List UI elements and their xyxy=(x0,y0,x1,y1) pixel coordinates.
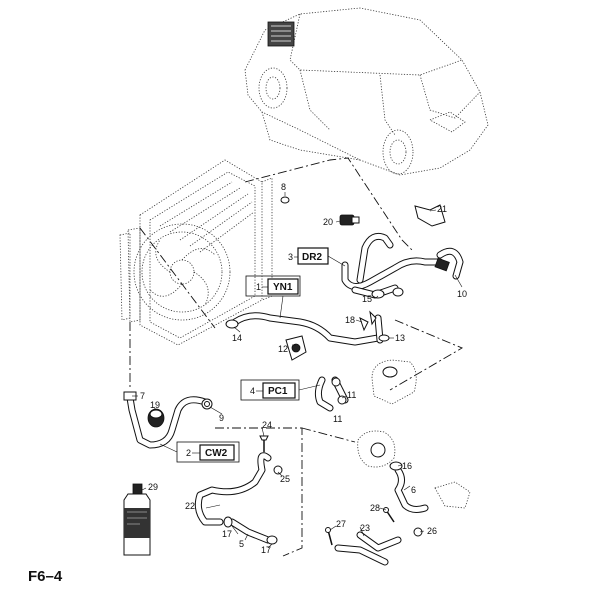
connection-lines xyxy=(129,157,464,557)
callout-13: 13 xyxy=(395,333,405,343)
code-number: 2 xyxy=(186,448,191,458)
code-number: 4 xyxy=(250,386,255,396)
code-text: CW2 xyxy=(205,448,228,459)
callout-17a: 17 xyxy=(222,529,232,539)
code-label-dr2: 3 DR2 xyxy=(288,247,346,267)
callout-12: 12 xyxy=(278,344,288,354)
leader-lines xyxy=(132,192,463,549)
coolant-bottle xyxy=(123,483,151,556)
callout-23: 23 xyxy=(360,523,370,533)
callout-11b: 11 xyxy=(333,414,342,424)
callout-7: 7 xyxy=(140,391,145,401)
callout-21: 21 xyxy=(437,204,447,214)
code-label-pc1: 4 PC1 xyxy=(240,379,321,401)
page-label: F6–4 xyxy=(28,568,63,585)
code-label-yn1: 1 YN1 xyxy=(245,275,301,319)
callout-25: 25 xyxy=(280,474,290,484)
callout-20: 20 xyxy=(323,217,333,227)
fan xyxy=(133,223,231,321)
callout-15: 15 xyxy=(362,294,372,304)
callout-26: 26 xyxy=(427,526,437,536)
callout-29: 29 xyxy=(148,482,158,492)
code-text: DR2 xyxy=(302,252,322,263)
callout-14: 14 xyxy=(232,333,242,343)
code-label-cw2: 2 CW2 xyxy=(159,441,240,463)
callout-19: 19 xyxy=(150,400,160,410)
callout-22: 22 xyxy=(185,501,195,511)
callouts: 8 20 21 10 15 18 13 12 14 11 11 7 19 9 1… xyxy=(140,182,467,555)
callout-10: 10 xyxy=(457,289,467,299)
callout-27: 27 xyxy=(336,519,346,529)
code-text: PC1 xyxy=(268,386,288,397)
code-number: 1 xyxy=(256,282,261,292)
callout-5: 5 xyxy=(239,539,244,549)
callout-9: 9 xyxy=(219,413,224,423)
callout-16: 16 xyxy=(402,461,412,471)
callout-17b: 17 xyxy=(261,545,271,555)
callout-8: 8 xyxy=(281,182,286,192)
small-parts xyxy=(123,196,471,546)
code-text: YN1 xyxy=(273,282,293,293)
radiator xyxy=(119,159,273,346)
callout-28: 28 xyxy=(370,503,380,513)
callout-24: 24 xyxy=(262,420,272,430)
callout-6: 6 xyxy=(411,485,416,495)
car-outline xyxy=(244,7,489,176)
callout-18: 18 xyxy=(345,315,355,325)
hoses xyxy=(126,232,464,566)
code-number: 3 xyxy=(288,252,293,262)
callout-11a: 11 xyxy=(347,390,356,400)
